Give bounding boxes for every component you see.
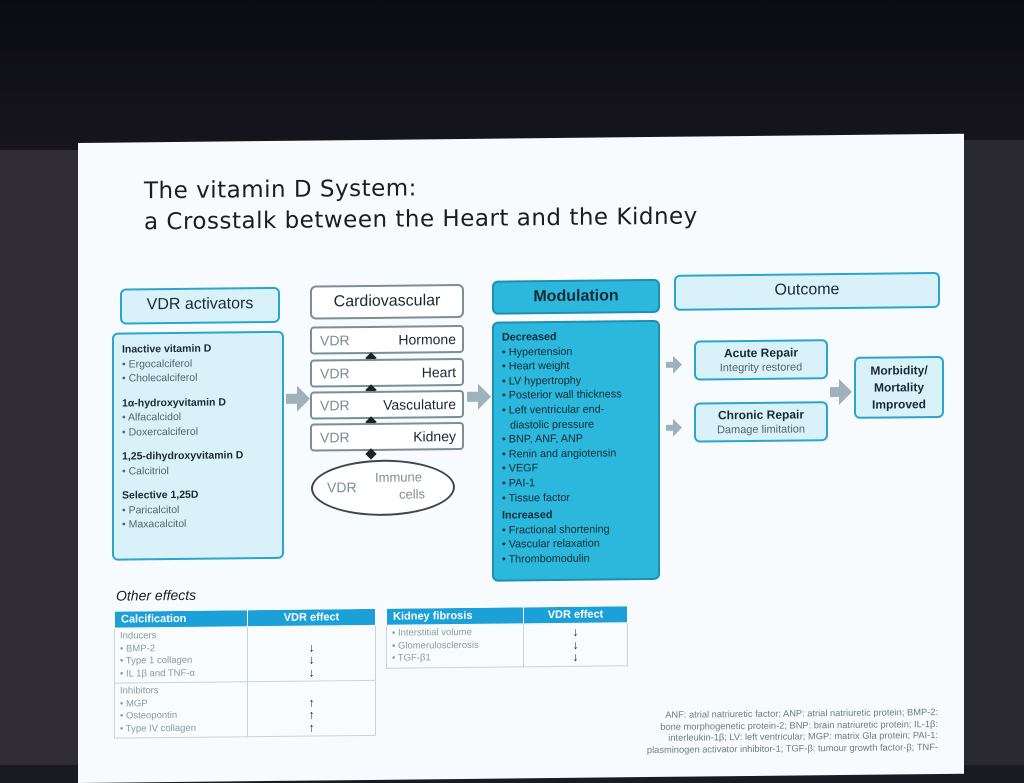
title-line-2: a Crosstalk between the Heart and the Ki… <box>144 203 698 236</box>
cardio-row-vasculature: VDR Vasculature <box>310 389 464 420</box>
list-item: • LV hypertrophy <box>502 374 582 388</box>
acute-repair-box: Acute Repair Integrity restored <box>694 339 828 381</box>
list-item: • Heart weight <box>502 360 570 373</box>
list-item: • Left ventricular end- <box>502 403 605 417</box>
column-header: Calcification <box>114 609 248 629</box>
kidney-items-cell: • Interstitial volume • Glomeruloscleros… <box>386 623 524 668</box>
group-name: Selective 1,25D <box>122 488 199 502</box>
table-row: • Interstitial volume • Glomeruloscleros… <box>386 622 628 668</box>
modulation-list: Decreased • Hypertension • Heart weight … <box>492 319 660 582</box>
immune-cells-ellipse: VDR Immune cells <box>311 459 455 517</box>
flow-arrow-icon <box>673 418 682 437</box>
flow-arrow-icon <box>673 355 682 374</box>
column-header: Kidney fibrosis <box>386 606 524 626</box>
list-item: • Type IV collagen <box>120 722 197 735</box>
morbidity-line-1: Morbidity/ <box>870 363 928 378</box>
list-item: • IL 1β and TNF-α <box>120 667 196 680</box>
chronic-repair-sub: Damage limitation <box>716 423 806 437</box>
list-item: • Maxacalcitol <box>122 517 187 531</box>
slide-title: The vitamin D System: a Crosstalk betwee… <box>144 171 698 239</box>
column-header: VDR effect <box>523 605 628 624</box>
target-label: Vasculature <box>383 396 456 413</box>
list-item: • Hypertension <box>502 345 573 359</box>
list-item: • BNP, ANF, ANP <box>502 432 583 446</box>
immune-label-1: Immune <box>375 469 422 485</box>
vdr-label: VDR <box>320 429 350 446</box>
inhibitors-cell: Inhibitors • MGP • Osteopontin • Type IV… <box>114 681 248 739</box>
flow-arrow-icon <box>839 378 852 406</box>
morbidity-line-2: Mortality <box>873 380 924 395</box>
down-arrow-icon: ↓ <box>572 649 579 664</box>
presentation-slide: The vitamin D System: a Crosstalk betwee… <box>78 133 964 783</box>
morbidity-box: Morbidity/ Mortality Improved <box>854 355 944 419</box>
list-item: • PAI-1 <box>502 477 535 490</box>
target-label: Kidney <box>413 428 456 445</box>
screen-top-bezel <box>0 0 1024 160</box>
morbidity-line-3: Improved <box>871 397 926 412</box>
list-item: • Vascular relaxation <box>502 537 600 551</box>
vdr-activators-list: Inactive vitamin D • Ergocalciferol • Ch… <box>112 330 284 561</box>
list-item: • TGF-β1 <box>392 652 431 664</box>
vdr-label: VDR <box>327 479 357 496</box>
kidney-fibrosis-table: Kidney fibrosis VDR effect • Interstitia… <box>386 605 628 668</box>
increased-label: Increased <box>502 509 553 522</box>
list-item: • Doxercalciferol <box>122 425 199 439</box>
target-label: Hormone <box>398 331 456 348</box>
list-item: • Fractional shortening <box>502 523 610 537</box>
list-item: • Ergocalciferol <box>122 357 193 371</box>
cardiovascular-header: Cardiovascular <box>310 283 464 320</box>
outcome-header: Outcome <box>674 271 940 311</box>
list-item: • Thrombomodulin <box>502 552 590 566</box>
cardio-row-hormone: VDR Hormone <box>310 324 464 355</box>
abbreviations-footnote: ANF: atrial natriuretic factor; ANP: atr… <box>546 707 938 757</box>
list-item: • Paricalcitol <box>122 503 180 517</box>
up-arrow-icon: ↑ <box>308 720 315 735</box>
cardio-row-heart: VDR Heart <box>310 357 464 388</box>
down-arrow-icon: ↓ <box>572 624 579 639</box>
column-header: VDR effect <box>247 608 376 627</box>
effect-cell: ↓ ↓ ↓ <box>247 625 376 682</box>
vdr-label: VDR <box>320 332 350 349</box>
list-item: • VEGF <box>502 462 539 475</box>
table-row: Inducers • BMP-2 • Type 1 collagen • IL … <box>114 625 376 684</box>
list-item: • Tissue factor <box>502 491 570 505</box>
acute-repair-title: Acute Repair <box>723 345 799 361</box>
target-label: Heart <box>421 364 456 381</box>
room-wall-right <box>964 140 1024 765</box>
list-item: • Renin and angiotensin <box>502 447 617 461</box>
list-item: • Posterior wall thickness <box>502 388 622 402</box>
vdr-label: VDR <box>320 397 350 414</box>
group-name: 1α-hydroxyvitamin D <box>122 395 226 410</box>
table-row: Inhibitors • MGP • Osteopontin • Type IV… <box>114 680 376 739</box>
vdr-activators-header: VDR activators <box>120 286 280 325</box>
group-name: 1,25-dihydroxyvitamin D <box>122 449 244 463</box>
effect-cell: ↑ ↑ ↑ <box>247 680 376 737</box>
flow-arrow-icon <box>297 385 310 412</box>
calcification-table: Calcification VDR effect Inducers • BMP-… <box>114 608 376 739</box>
flow-arrow-icon <box>478 383 491 410</box>
decreased-label: Decreased <box>502 330 557 344</box>
effect-cell: ↓ ↓ ↓ <box>523 622 628 667</box>
modulation-header: Modulation <box>492 278 660 315</box>
immune-label-2: cells <box>399 486 426 502</box>
vdr-label: VDR <box>320 365 350 382</box>
list-item: diastolic pressure <box>510 418 595 432</box>
list-item: • Calcitriol <box>122 464 169 478</box>
down-arrow-icon: ↓ <box>308 665 315 680</box>
group-name: Inactive vitamin D <box>122 342 212 356</box>
list-item: • Alfacalcidol <box>122 410 182 424</box>
room-wall-left <box>0 150 80 765</box>
acute-repair-sub: Integrity restored <box>719 361 803 375</box>
inducers-cell: Inducers • BMP-2 • Type 1 collagen • IL … <box>114 626 248 684</box>
cardio-row-kidney: VDR Kidney <box>310 421 464 452</box>
chronic-repair-box: Chronic Repair Damage limitation <box>694 401 828 443</box>
list-item: • Cholecalciferol <box>122 371 198 385</box>
other-effects-label: Other effects <box>116 586 197 604</box>
chronic-repair-title: Chronic Repair <box>717 407 804 423</box>
